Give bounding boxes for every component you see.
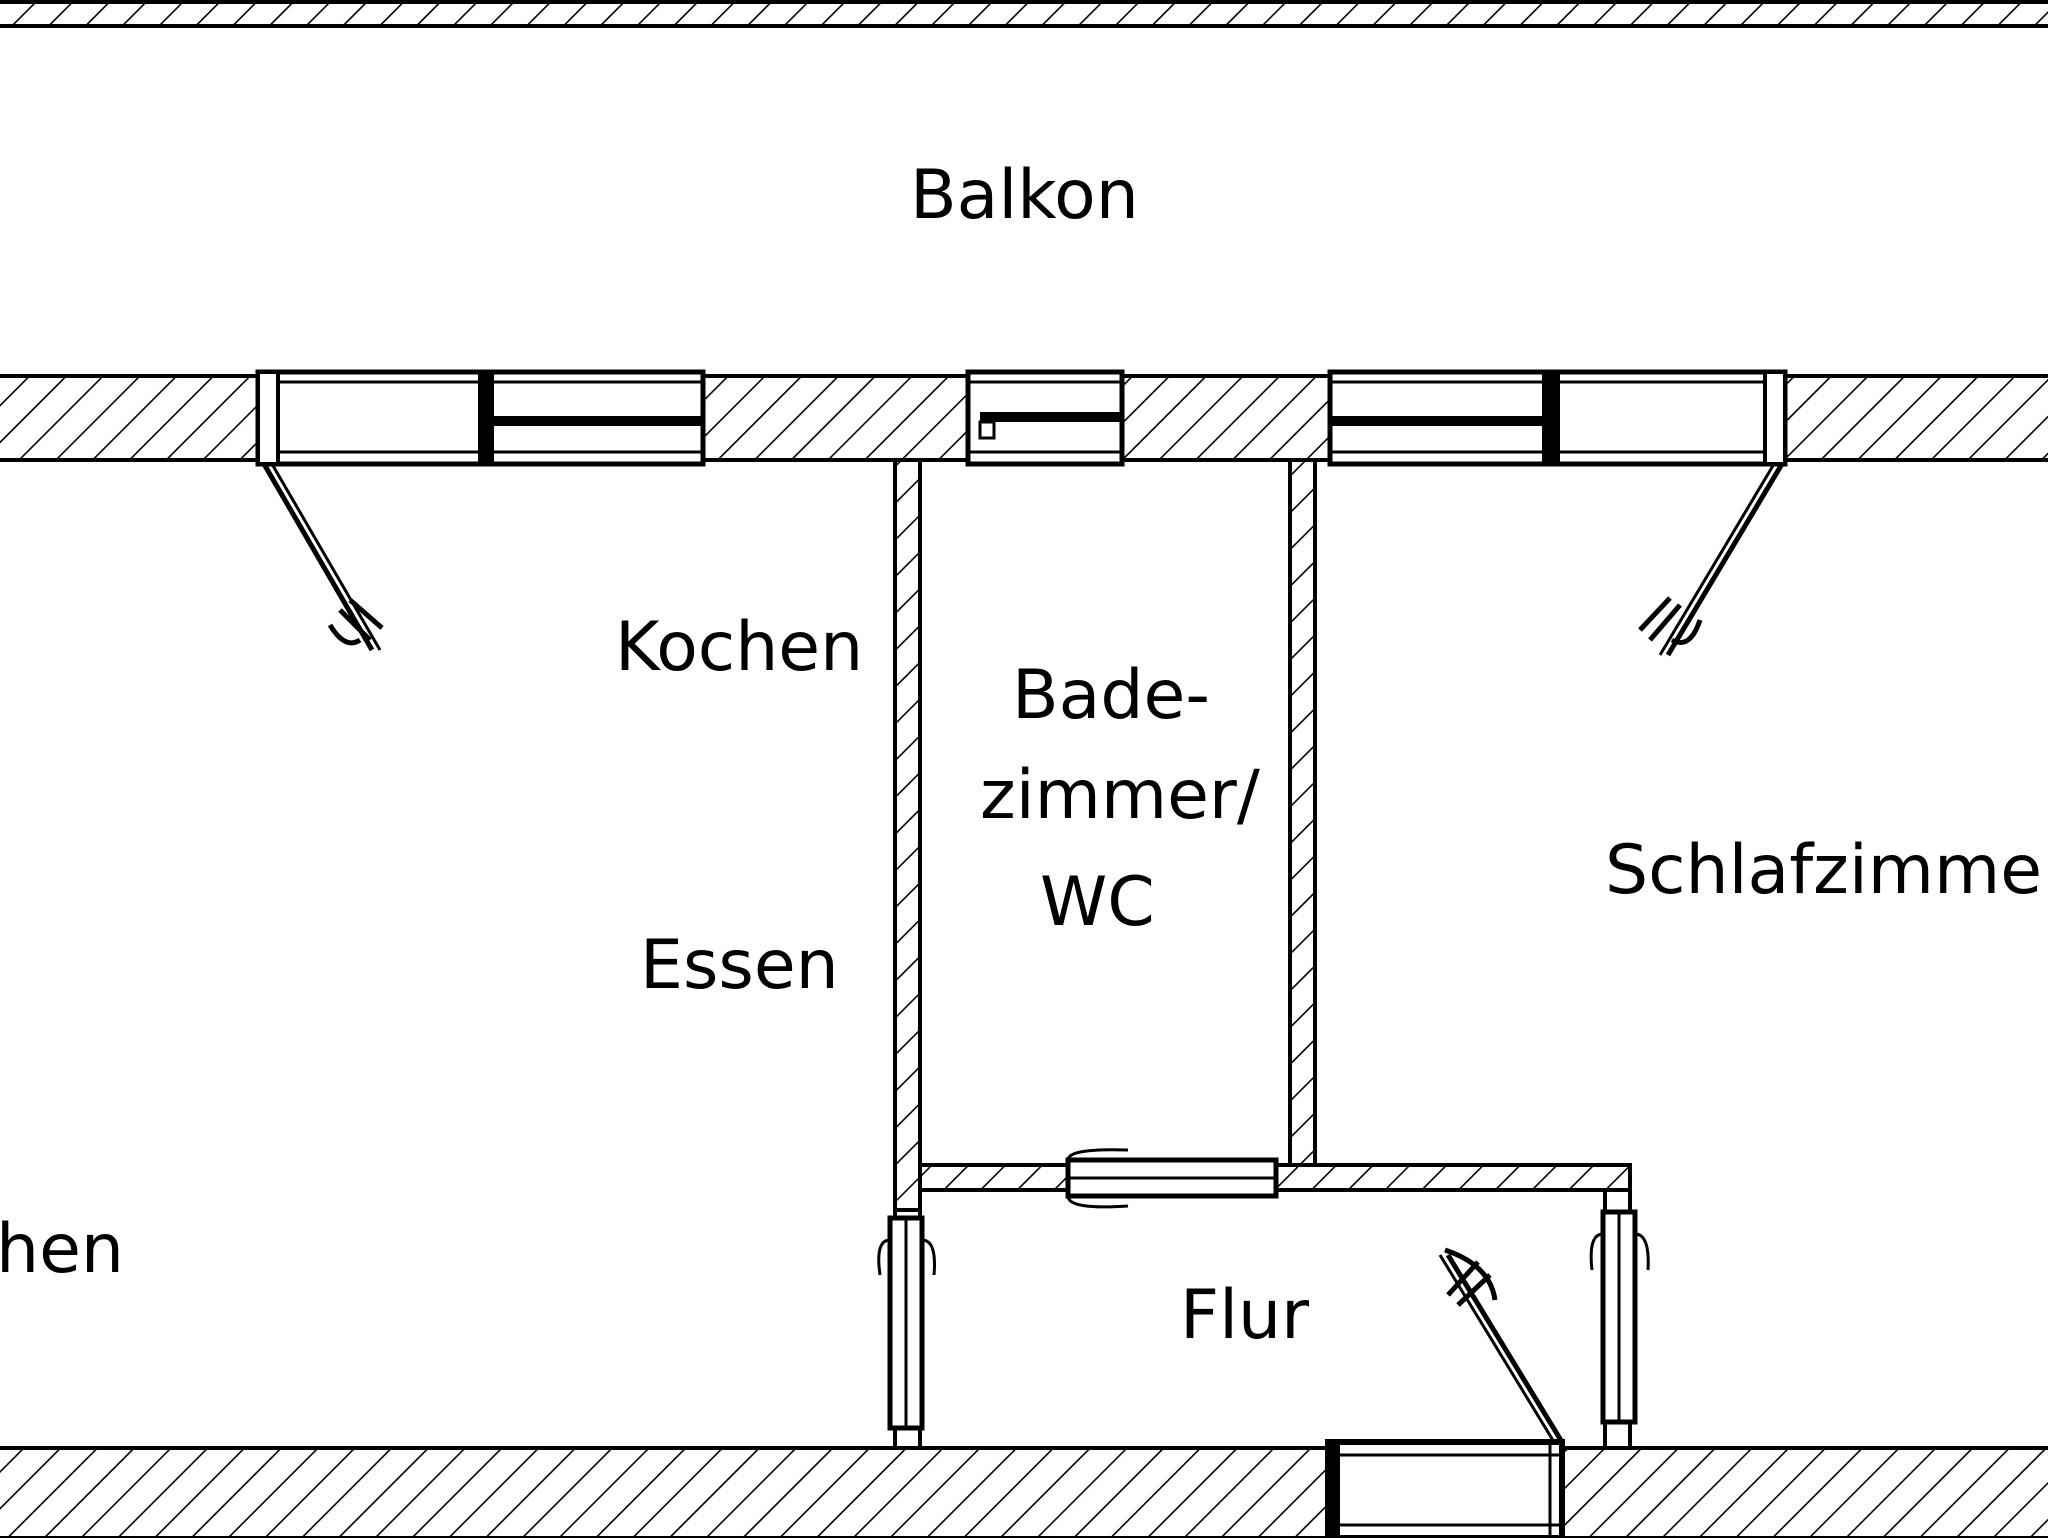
bathroom-door: [1065, 1148, 1279, 1209]
room-label-bad-line3: WC: [1040, 863, 1155, 942]
corridor-door-right: [1589, 1209, 1650, 1425]
room-label-schlafzimmer: Schlafzimmer: [1605, 831, 2048, 910]
room-label-wohnen: hen: [0, 1210, 124, 1289]
room-label-bad-line2: zimmer/: [980, 756, 1260, 835]
balcony-railing: [0, 0, 2048, 28]
corridor-door-left: [877, 1215, 936, 1431]
room-label-kochen: Kochen: [615, 608, 863, 687]
bathroom-window: [965, 369, 1125, 467]
room-label-bad-line1: Bade-: [1012, 656, 1210, 735]
interior-wall-right: [1288, 458, 1317, 1167]
balcony-door-right: [1327, 369, 1788, 657]
room-label-essen: Essen: [640, 926, 839, 1005]
room-label-flur: Flur: [1180, 1276, 1309, 1355]
room-label-balkon: Balkon: [910, 156, 1139, 235]
balcony-door-left: [255, 369, 706, 652]
outer-wall-bottom: [0, 1446, 2048, 1538]
entrance-door: [1325, 1247, 1565, 1538]
